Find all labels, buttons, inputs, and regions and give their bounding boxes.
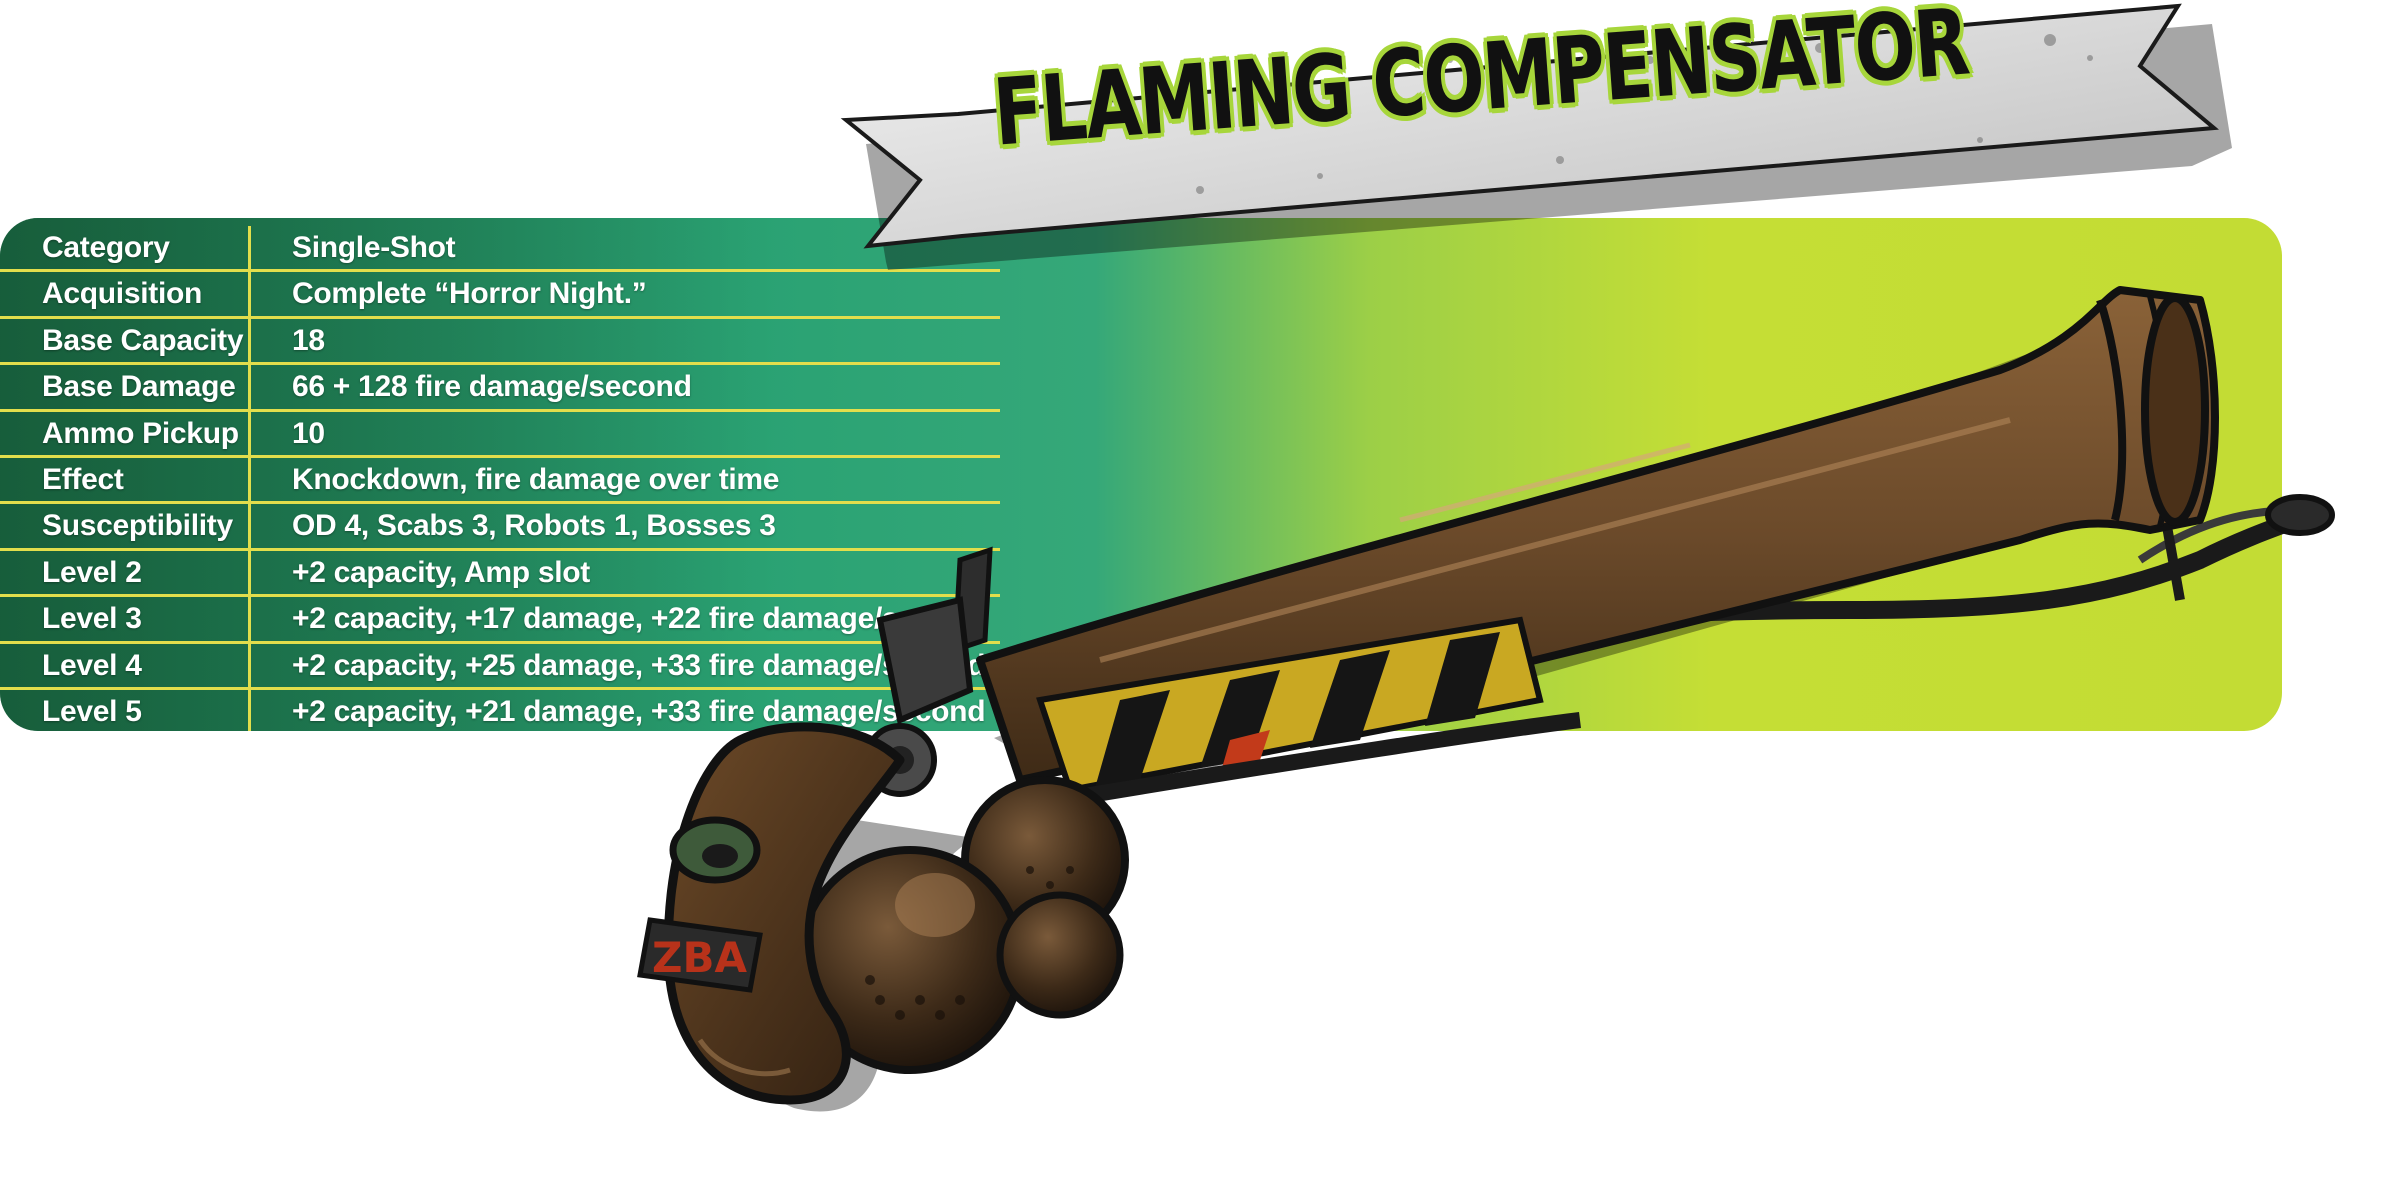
stat-label: Level 2: [42, 555, 142, 589]
stat-row: Base Capacity 18: [0, 319, 1000, 366]
stock-lettering: ZBA: [652, 933, 747, 982]
stat-label: Category: [42, 231, 170, 264]
stat-label: Level 4: [42, 648, 142, 682]
stat-label: Base Damage: [42, 370, 236, 404]
stat-value: Single-Shot: [292, 231, 456, 264]
stat-row: Ammo Pickup 10: [0, 412, 1000, 458]
stat-value: +2 capacity, +17 damage, +22 fire damage…: [292, 602, 986, 636]
stat-value: +2 capacity, +21 damage, +33 fire damage…: [292, 694, 986, 728]
stat-row: Level 3 +2 capacity, +17 damage, +22 fire…: [0, 597, 1000, 644]
stat-row: Category Single-Shot: [0, 226, 1000, 273]
stat-row: Susceptibility OD 4, Scabs 3, Robots 1, B…: [0, 504, 1000, 551]
stat-value: 18: [292, 323, 325, 357]
stat-row: Effect Knockdown, fire damage over time: [0, 458, 1000, 505]
stat-label: Susceptibility: [42, 509, 233, 543]
stat-value: Knockdown, fire damage over time: [292, 462, 780, 496]
stat-label: Level 5: [42, 694, 142, 728]
stat-value: Complete “Horror Night.”: [292, 277, 647, 311]
stat-value: +2 capacity, +25 damage, +33 fire damage…: [292, 648, 986, 682]
stat-value: 66 + 128 fire damage/second: [292, 370, 692, 404]
stat-label: Base Capacity: [42, 323, 244, 357]
stat-label: Effect: [42, 462, 124, 496]
stat-label: Level 3: [42, 602, 142, 636]
stat-row: Acquisition Complete “Horror Night.”: [0, 272, 1000, 319]
stat-value: OD 4, Scabs 3, Robots 1, Bosses 3: [292, 509, 776, 543]
stat-row: Level 4 +2 capacity, +25 damage, +33 fire…: [0, 644, 1000, 690]
stat-row: Level 5 +2 capacity, +21 damage, +33 fire…: [0, 690, 1000, 736]
stat-row: Level 2 +2 capacity, Amp slot: [0, 551, 1000, 598]
stat-label: Acquisition: [42, 277, 203, 311]
column-divider: [248, 226, 251, 731]
stat-value: 10: [292, 416, 325, 450]
stat-label: Ammo Pickup: [42, 416, 239, 450]
stat-value: +2 capacity, Amp slot: [292, 555, 590, 589]
stat-row: Base Damage 66 + 128 fire damage/second: [0, 365, 1000, 412]
